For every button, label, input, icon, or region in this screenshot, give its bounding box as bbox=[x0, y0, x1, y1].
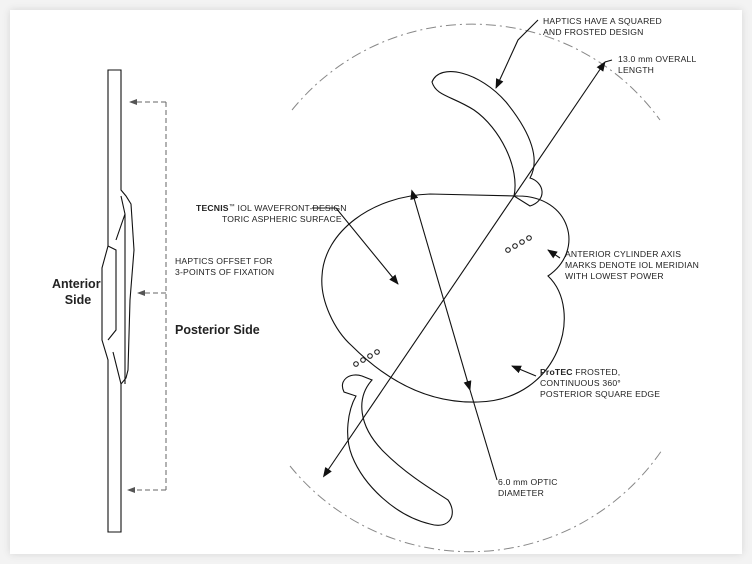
haptics-squared-label: HAPTICS HAVE A SQUARED AND FROSTED DESIG… bbox=[543, 16, 664, 37]
side-view bbox=[101, 69, 167, 533]
side-profile-outline bbox=[101, 69, 135, 533]
side-optic-inner bbox=[112, 195, 126, 385]
tecnis-label: TECNIS™ IOL WAVEFRONT-DESIGN TORIC ASPHE… bbox=[196, 203, 349, 224]
diagram-frame: HAPTICS OFFSET FOR 3-POINTS OF FIXATION … bbox=[10, 10, 742, 554]
anterior-axis-label: ANTERIOR CYLINDER AXIS MARKS DENOTE IOL … bbox=[565, 249, 702, 281]
optic-diameter-label: 6.0 mm OPTIC DIAMETER bbox=[498, 477, 560, 498]
overall-length-label: 13.0 mm OVERALL LENGTH bbox=[618, 54, 699, 75]
overall-length-arc-bottom bbox=[289, 449, 663, 553]
overall-length-arrow bbox=[322, 61, 606, 478]
haptics-offset-label: HAPTICS OFFSET FOR 3-POINTS OF FIXATION bbox=[175, 256, 275, 277]
front-view bbox=[289, 19, 663, 553]
protec-leader bbox=[511, 365, 537, 377]
optic-diameter-leader bbox=[469, 389, 498, 481]
iol-diagram: HAPTICS OFFSET FOR 3-POINTS OF FIXATION … bbox=[52, 16, 702, 553]
side-optic-step bbox=[107, 245, 117, 341]
axis-marks-upper bbox=[505, 235, 532, 253]
haptic-upper bbox=[431, 71, 543, 207]
haptics-squared-leader bbox=[495, 19, 539, 89]
anterior-axis-leader bbox=[547, 249, 561, 259]
tecnis-leader bbox=[312, 207, 399, 285]
anterior-side-label: Anterior Side bbox=[52, 277, 104, 307]
protec-label: ProTEC FROSTED, CONTINUOUS 360° POSTERIO… bbox=[540, 367, 660, 399]
posterior-side-label: Posterior Side bbox=[175, 323, 260, 337]
overall-length-arc-top bbox=[291, 23, 661, 121]
axis-marks-lower bbox=[353, 349, 380, 367]
optic-diameter-arrow bbox=[410, 189, 472, 391]
overall-length-leader bbox=[604, 59, 613, 63]
